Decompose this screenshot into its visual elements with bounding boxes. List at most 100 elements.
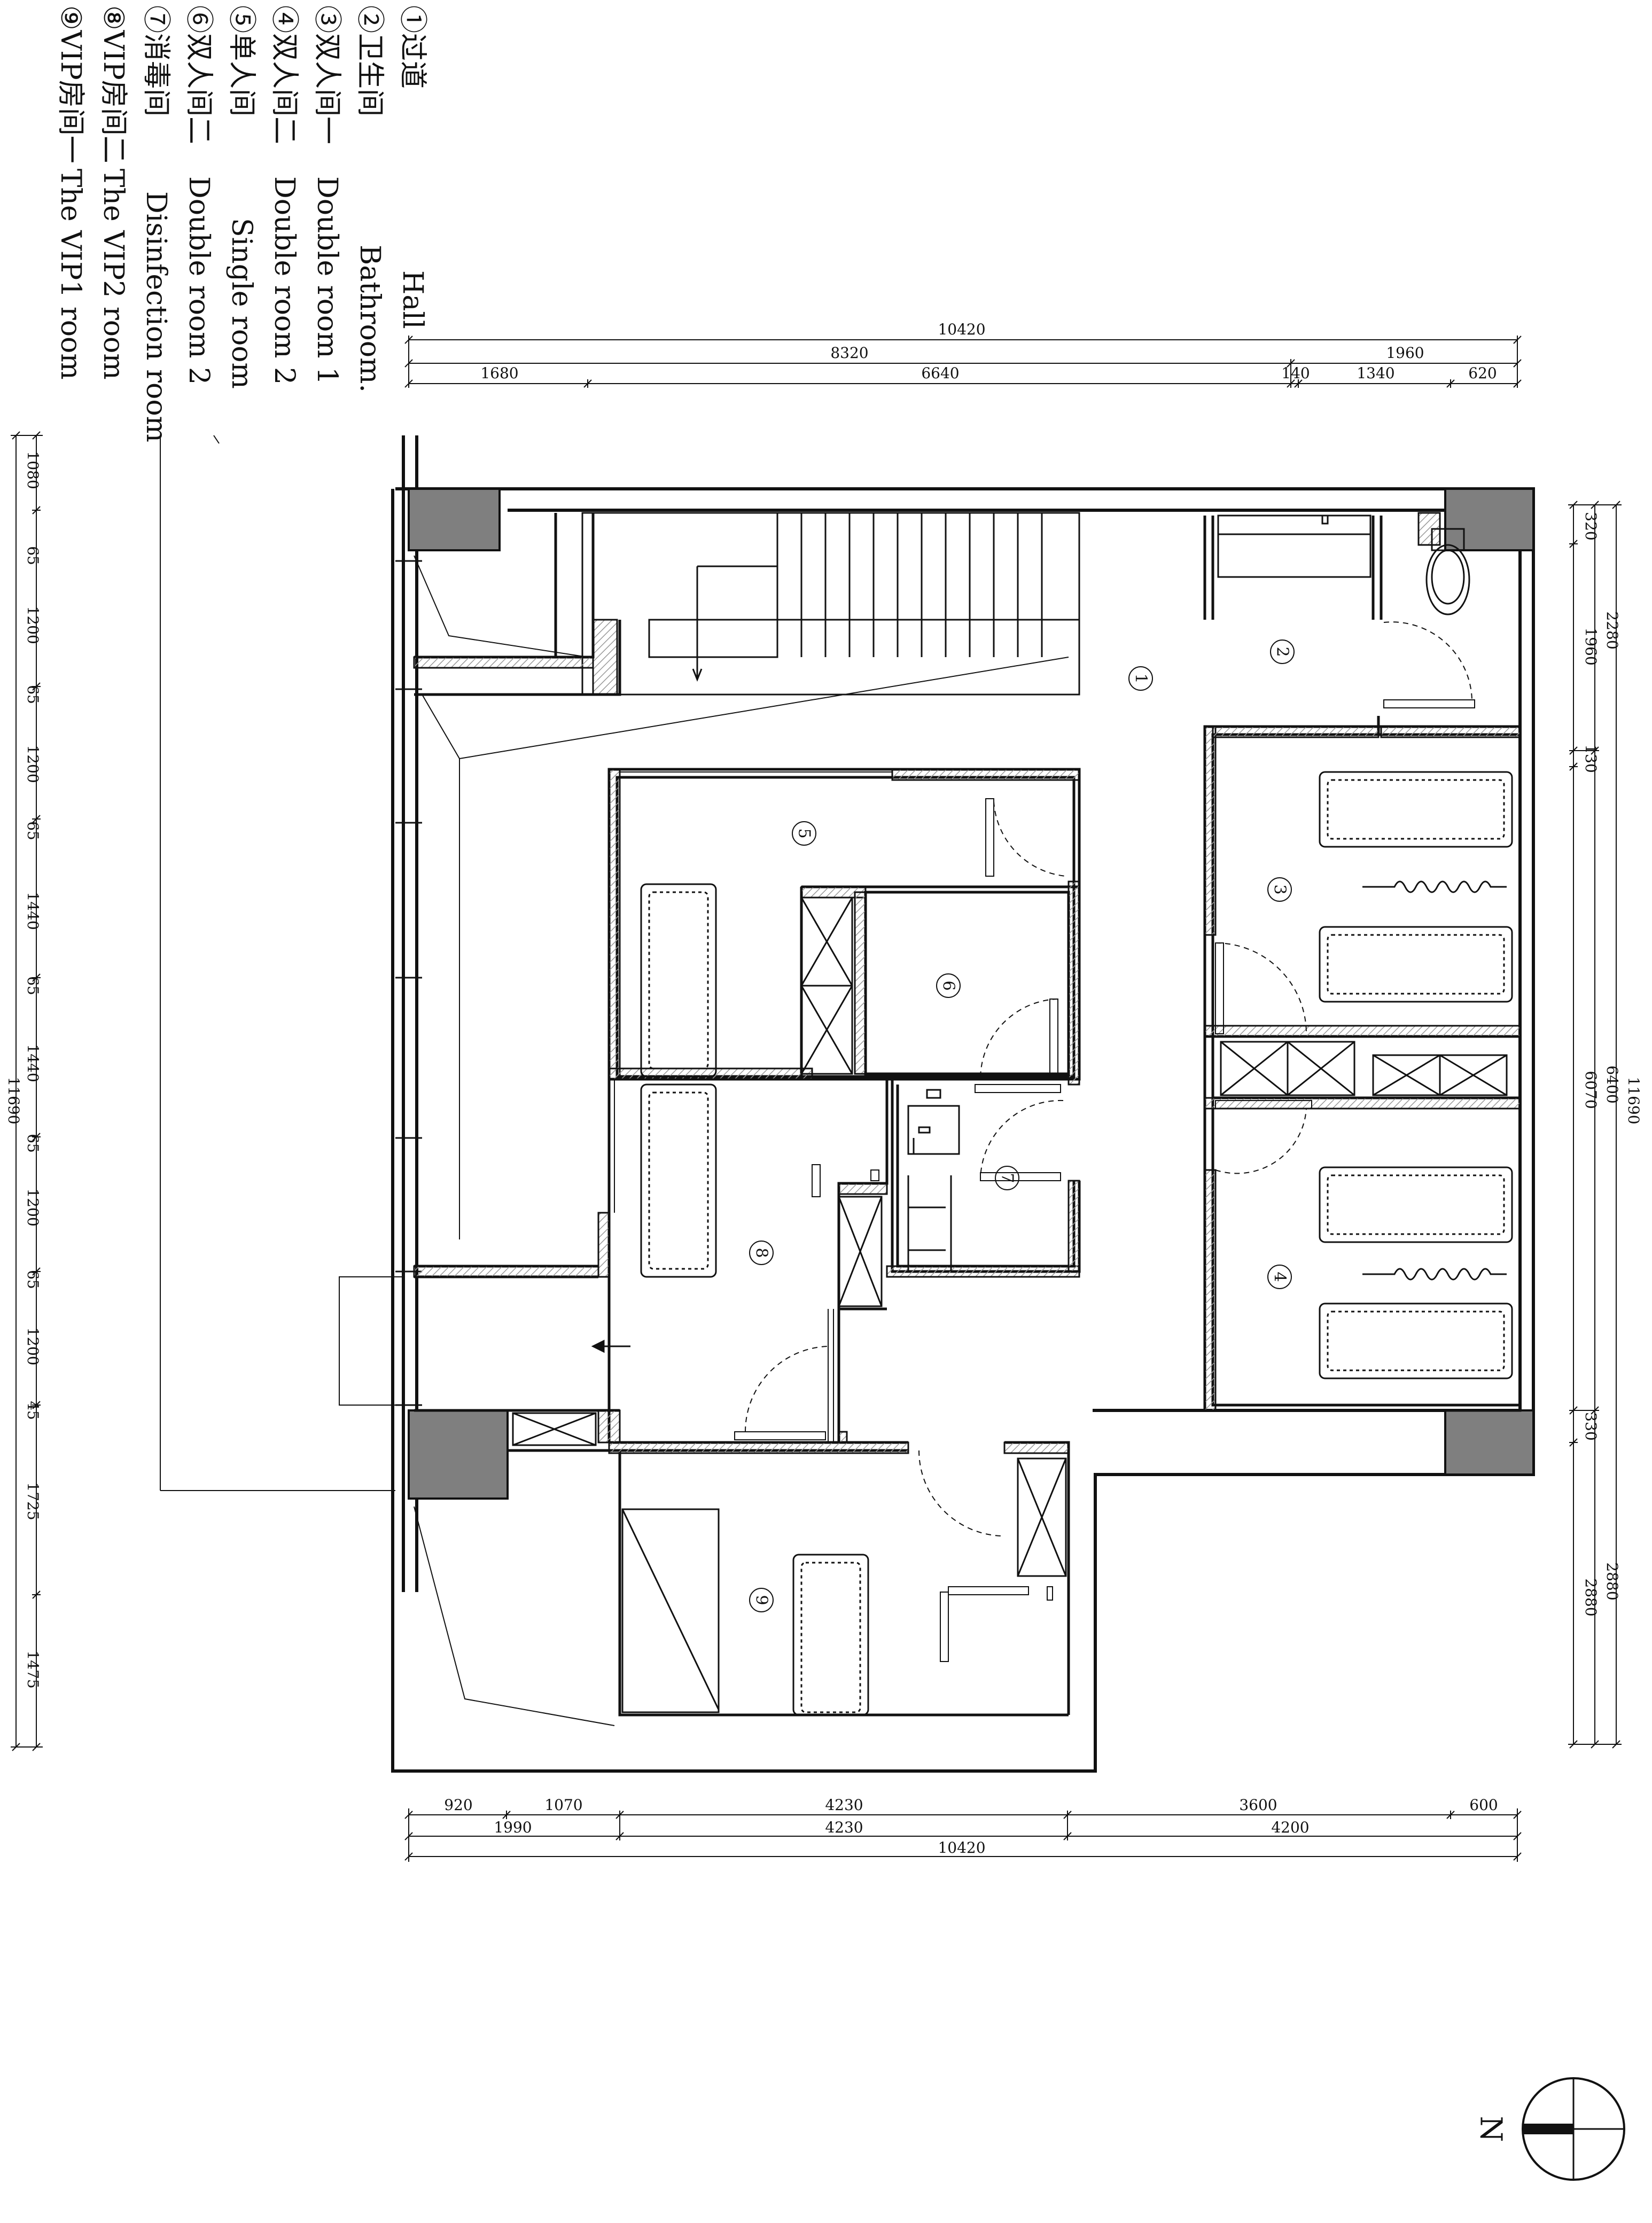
top-dimensions — [404, 336, 1522, 388]
bed-room9 — [792, 1554, 869, 1716]
dim-left-8: 65 — [24, 976, 42, 995]
legend-item-8: ⑧VIP房间二The VIP2 room — [97, 5, 129, 380]
bed-room8 — [640, 1083, 717, 1278]
dim-right-9: 2880 — [1603, 1562, 1621, 1600]
dim-right-5: 330 — [1582, 1412, 1600, 1440]
window-marks — [620, 771, 892, 778]
dim-top-overall: 10420 — [938, 321, 985, 338]
bed-room4-b — [1319, 1302, 1513, 1379]
svg-text:8: 8 — [752, 1247, 771, 1258]
north-compass: N — [1474, 2077, 1625, 2181]
dim-bottom-b: 1070 — [544, 1796, 582, 1814]
room-label-1: 1 — [1128, 666, 1153, 691]
beds — [621, 771, 1513, 1716]
dim-left-16: 1475 — [24, 1650, 42, 1688]
dim-left-2: 65 — [24, 546, 42, 565]
legend-item-5: ⑤单人间Single room — [225, 5, 258, 389]
room-label-8: 8 — [749, 1241, 774, 1265]
dim-bottom-h: 4200 — [1271, 1819, 1309, 1836]
room-label-2: 2 — [1270, 639, 1295, 664]
legend-item-7: ⑦消毒间Disinfection room — [140, 5, 172, 442]
room-label-9: 9 — [749, 1588, 774, 1612]
interior-walls — [414, 513, 1522, 1717]
dim-right-1: 320 — [1582, 512, 1600, 540]
dim-right-7: 2280 — [1603, 611, 1621, 649]
bathroom-fixtures — [907, 514, 1470, 1272]
svg-text:2: 2 — [1273, 646, 1292, 657]
svg-text:3: 3 — [1271, 884, 1289, 894]
dim-bottom-c: 4230 — [825, 1796, 863, 1814]
legend-item-2: ②卫生间Bathroom. — [354, 5, 386, 393]
dim-left-5: 1200 — [24, 745, 42, 783]
dim-bottom-e: 600 — [1469, 1796, 1498, 1814]
dim-left-9: 1440 — [24, 1044, 42, 1082]
legend-item-9: ⑨VIP房间一The VIP1 room — [54, 5, 87, 380]
dim-left-7: 1440 — [24, 892, 42, 930]
column-se — [1444, 1409, 1534, 1476]
dim-left-1: 1080 — [24, 451, 42, 489]
toilet-bowl — [1425, 544, 1470, 615]
dim-right-6: 2880 — [1582, 1578, 1600, 1616]
right-dimensions — [1568, 501, 1622, 1749]
sink — [907, 1105, 960, 1155]
room-label-7: 7 — [995, 1166, 1019, 1190]
dim-right-3: 130 — [1582, 744, 1600, 773]
legend-item-4: ④双人间二Double room 2 — [268, 5, 300, 385]
dim-left-10: 65 — [24, 1134, 42, 1153]
legend: ①过道Hall ②卫生间Bathroom. ③双人间一Double room 1… — [54, 5, 428, 442]
dim-bottom-overall: 10420 — [938, 1839, 985, 1857]
svg-text:4: 4 — [1271, 1272, 1289, 1282]
dim-right-4: 6070 — [1582, 1071, 1600, 1109]
bed-room3-b — [1319, 926, 1513, 1003]
dim-left-13: 1200 — [24, 1327, 42, 1365]
room-label-6: 6 — [936, 973, 961, 998]
dim-top-f: 1340 — [1357, 364, 1394, 382]
dim-left-14: 45 — [24, 1401, 42, 1420]
dim-bottom-f: 1990 — [494, 1819, 532, 1836]
column-sw — [408, 1409, 509, 1500]
bed-room4-a — [1319, 1166, 1513, 1243]
legend-item-3: ③双人间一Double room 1 — [311, 5, 343, 385]
room-label-3: 3 — [1267, 877, 1292, 902]
dim-left-15: 1725 — [24, 1482, 42, 1520]
dim-right-overall: 11690 — [1625, 1077, 1642, 1124]
wardrobes — [512, 896, 1508, 1577]
dim-top-a: 8320 — [830, 344, 868, 362]
compass-needle — [1523, 2124, 1573, 2134]
dim-left-6: 65 — [24, 821, 42, 840]
column-ne — [1444, 488, 1534, 551]
dim-top-c: 1680 — [480, 364, 518, 382]
dim-left-overall: 11690 — [5, 1077, 22, 1124]
column-nw — [408, 488, 501, 551]
stair — [581, 512, 1080, 696]
dim-left-12: 65 — [24, 1270, 42, 1289]
svg-text:5: 5 — [795, 828, 814, 838]
dim-top-b: 1960 — [1386, 344, 1424, 362]
dim-top-e: 140 — [1281, 364, 1310, 382]
left-dimensions — [11, 431, 43, 1751]
dim-left-11: 1200 — [24, 1188, 42, 1226]
bottom-dimensions — [404, 1808, 1522, 1862]
svg-text:1: 1 — [1132, 673, 1150, 683]
shower — [1217, 514, 1372, 578]
exterior-canopy — [160, 435, 1069, 1726]
dim-bottom-d: 3600 — [1239, 1796, 1277, 1814]
dim-right-8: 6400 — [1603, 1065, 1621, 1103]
legend-item-1: ①过道Hall — [396, 5, 428, 329]
bed-room5 — [640, 883, 717, 1078]
dim-left-4: 65 — [24, 685, 42, 704]
dim-right-2: 1960 — [1582, 627, 1600, 665]
legend-item-6: ⑥双人间二Double room 2 — [183, 5, 215, 385]
dim-top-d: 6640 — [921, 364, 959, 382]
room-label-5: 5 — [792, 821, 816, 846]
bed-room3-a — [1319, 771, 1513, 848]
room-label-4: 4 — [1267, 1265, 1292, 1289]
room-labels: 1 2 3 4 5 6 7 8 — [749, 639, 1295, 1612]
entrance-arrow — [591, 1339, 630, 1353]
columns — [408, 488, 1534, 1500]
dim-bottom-g: 4230 — [825, 1819, 863, 1836]
doors — [609, 621, 1475, 1662]
svg-text:7: 7 — [998, 1173, 1017, 1183]
dim-top-g: 620 — [1468, 364, 1497, 382]
